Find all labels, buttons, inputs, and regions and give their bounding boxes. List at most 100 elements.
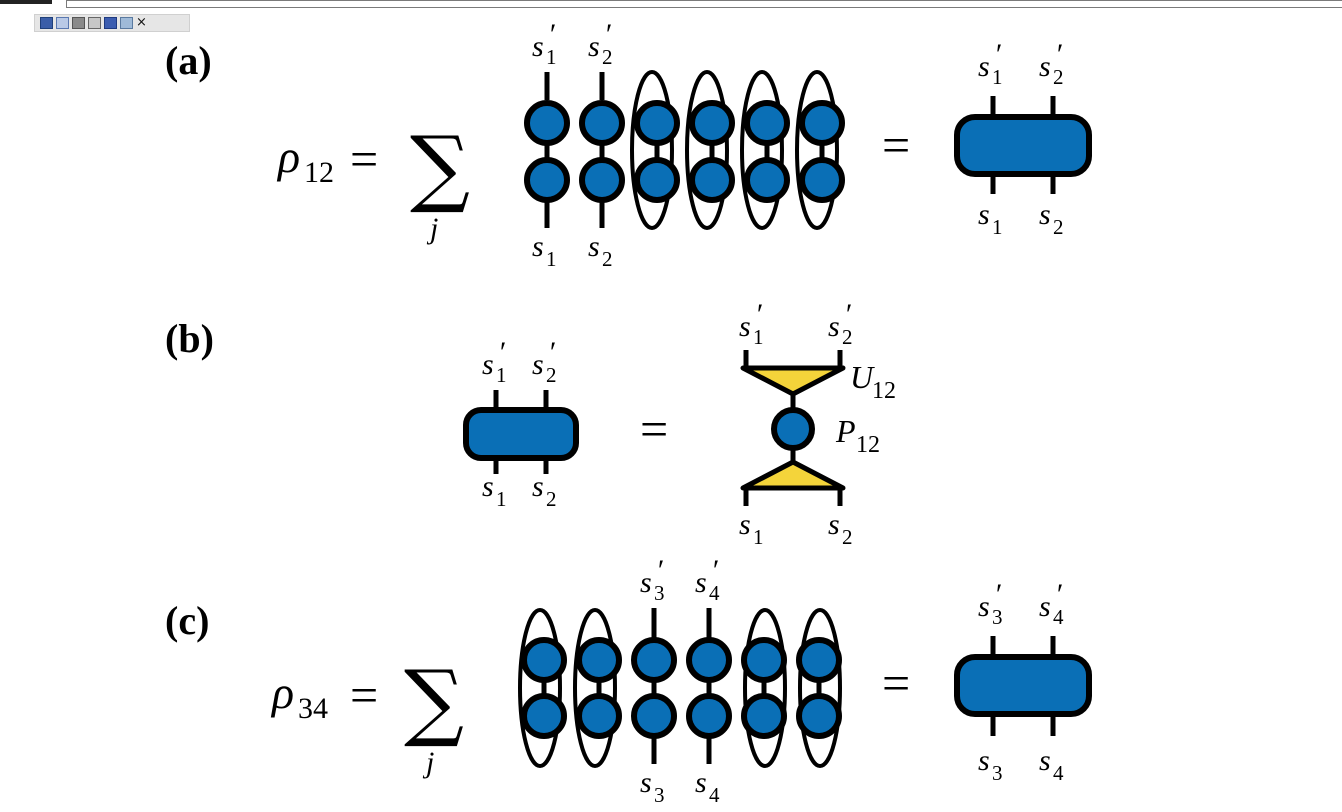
equals-sign: = bbox=[350, 667, 378, 723]
svg-text:s: s bbox=[532, 470, 544, 503]
leg-label-bottom: s 3 bbox=[978, 744, 1003, 785]
trace-loop bbox=[795, 70, 839, 230]
svg-text:s: s bbox=[739, 508, 751, 541]
svg-text:s: s bbox=[978, 744, 990, 777]
leg-label-top: s ′ 1 bbox=[532, 18, 557, 69]
svg-text:s: s bbox=[1039, 590, 1051, 623]
leg-label-top: s ′ 4 bbox=[695, 554, 720, 605]
svg-text:3: 3 bbox=[992, 605, 1003, 629]
tensor-node bbox=[576, 637, 622, 683]
svg-text:2: 2 bbox=[602, 45, 613, 69]
svg-text:3: 3 bbox=[654, 783, 665, 807]
copy-icon[interactable] bbox=[56, 17, 69, 29]
pdf-toolbar: × bbox=[34, 14, 190, 32]
svg-text:′: ′ bbox=[656, 554, 663, 587]
reduced-density-matrix bbox=[463, 407, 579, 461]
leg-label-bottom: s 2 bbox=[532, 470, 557, 511]
leg-label-bottom: s 1 bbox=[482, 470, 507, 511]
equals-sign: = bbox=[350, 131, 378, 187]
svg-text:s: s bbox=[532, 230, 544, 263]
panel-a: (a) ρ 12 = ∑ j bbox=[165, 18, 1092, 271]
window-title-fragment bbox=[0, 0, 52, 4]
trace-loop bbox=[798, 608, 842, 768]
leg-label-bottom: s 4 bbox=[1039, 744, 1064, 785]
equals-sign: = bbox=[882, 655, 910, 711]
leg-label-top: s ′ 3 bbox=[640, 554, 665, 605]
tensor-node bbox=[521, 637, 567, 683]
leg-label-top: s ′ 2 bbox=[532, 336, 557, 387]
tensor-node-conjugate bbox=[796, 693, 842, 739]
svg-text:′: ′ bbox=[1055, 578, 1062, 611]
sum-symbol: ∑ bbox=[404, 652, 464, 750]
svg-text:4: 4 bbox=[1053, 761, 1064, 785]
tensor-node bbox=[524, 100, 570, 146]
svg-text:P: P bbox=[835, 413, 856, 449]
window-frame-edge bbox=[66, 0, 1342, 8]
svg-text:1: 1 bbox=[496, 363, 507, 387]
tensor-node bbox=[634, 100, 680, 146]
svg-text:2: 2 bbox=[842, 325, 853, 349]
svg-text:s: s bbox=[828, 508, 840, 541]
svg-text:′: ′ bbox=[548, 18, 555, 51]
svg-text:′: ′ bbox=[994, 578, 1001, 611]
svg-text:4: 4 bbox=[709, 783, 720, 807]
leg-label-bottom: s 2 bbox=[588, 230, 613, 271]
print-icon[interactable] bbox=[72, 17, 85, 29]
svg-text:1: 1 bbox=[546, 45, 557, 69]
leg-label-top: s ′ 4 bbox=[1039, 578, 1064, 629]
rho-symbol: ρ bbox=[270, 667, 294, 718]
svg-text:′: ′ bbox=[994, 38, 1001, 71]
tensor-node bbox=[689, 100, 735, 146]
svg-text:3: 3 bbox=[654, 581, 665, 605]
svg-text:′: ′ bbox=[604, 18, 611, 51]
leg-label-bottom: s 2 bbox=[1039, 198, 1064, 239]
svg-text:s: s bbox=[588, 30, 600, 63]
projector-node bbox=[771, 407, 815, 451]
leg-label-top: s ′ 1 bbox=[739, 298, 764, 349]
isometry-u-bottom bbox=[740, 459, 846, 491]
svg-text:′: ′ bbox=[548, 336, 555, 369]
svg-text:s: s bbox=[1039, 198, 1051, 231]
tensor-node-conjugate bbox=[744, 157, 790, 203]
svg-text:3: 3 bbox=[992, 761, 1003, 785]
isometry-u-top bbox=[740, 365, 846, 397]
svg-text:s: s bbox=[739, 310, 751, 343]
tensor-node-conjugate bbox=[576, 693, 622, 739]
word-export-icon[interactable] bbox=[104, 17, 117, 29]
svg-text:2: 2 bbox=[1053, 65, 1064, 89]
edit-icon[interactable] bbox=[120, 17, 133, 29]
tensor-node-conjugate bbox=[799, 157, 845, 203]
tensor-node bbox=[799, 100, 845, 146]
svg-text:2: 2 bbox=[546, 363, 557, 387]
find-icon[interactable] bbox=[88, 17, 101, 29]
tensor-node-conjugate bbox=[521, 693, 567, 739]
svg-text:1: 1 bbox=[546, 247, 557, 271]
tensor-node-conjugate bbox=[579, 157, 625, 203]
svg-text:s: s bbox=[1039, 50, 1051, 83]
equals-sign: = bbox=[882, 117, 910, 173]
svg-text:s: s bbox=[978, 590, 990, 623]
panel-c: (c) ρ 34 = ∑ j s bbox=[165, 554, 1092, 807]
close-icon[interactable]: × bbox=[136, 15, 147, 30]
reduced-density-matrix bbox=[954, 654, 1092, 717]
svg-text:4: 4 bbox=[709, 581, 720, 605]
svg-text:2: 2 bbox=[602, 247, 613, 271]
trace-loop bbox=[518, 608, 562, 768]
svg-text:s: s bbox=[978, 198, 990, 231]
sum-index: j bbox=[426, 212, 438, 245]
svg-text:12: 12 bbox=[856, 432, 880, 458]
svg-text:1: 1 bbox=[992, 215, 1003, 239]
trace-loop bbox=[743, 608, 787, 768]
svg-text:s: s bbox=[482, 348, 494, 381]
leg-label-bottom: s 3 bbox=[640, 766, 665, 807]
svg-text:4: 4 bbox=[1053, 605, 1064, 629]
save-icon[interactable] bbox=[40, 17, 53, 29]
svg-text:′: ′ bbox=[844, 298, 851, 331]
svg-text:′: ′ bbox=[498, 336, 505, 369]
panel-label-c: (c) bbox=[165, 598, 209, 643]
svg-text:s: s bbox=[828, 310, 840, 343]
tensor-node-conjugate bbox=[741, 693, 787, 739]
leg-label-top: s ′ 2 bbox=[828, 298, 853, 349]
svg-text:s: s bbox=[1039, 744, 1051, 777]
svg-text:s: s bbox=[978, 50, 990, 83]
